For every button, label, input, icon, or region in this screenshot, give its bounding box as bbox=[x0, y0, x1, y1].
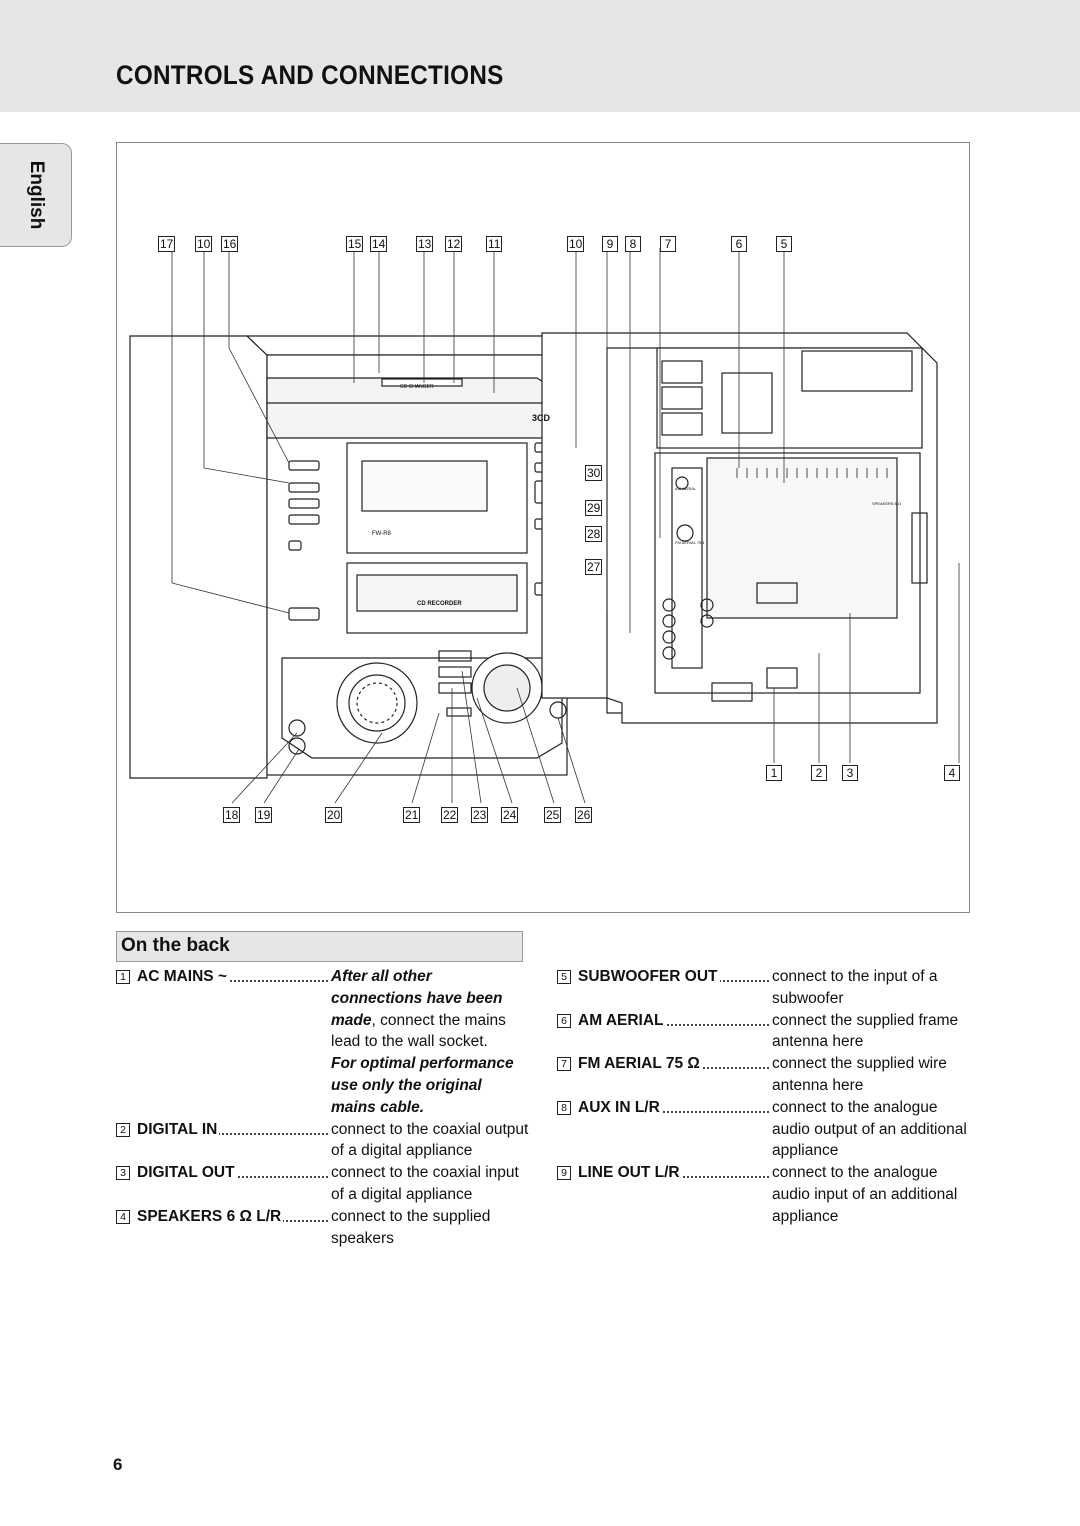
entry-label: SUBWOOFER OUT bbox=[578, 966, 720, 988]
callout-26: 26 bbox=[575, 807, 593, 823]
leader-dots bbox=[137, 1114, 328, 1135]
mains-socket bbox=[766, 667, 798, 689]
connection-entry: 7 FM AERIAL 75 Ω connect the supplied wire… bbox=[557, 1053, 977, 1097]
entry-number: 9 bbox=[557, 1166, 571, 1181]
callout-24: 24 bbox=[501, 807, 519, 823]
callout-10a: 10 bbox=[195, 236, 213, 252]
connection-entry: 3 DIGITAL OUT connect to the coaxial input… bbox=[116, 1162, 536, 1206]
language-tab-label: English bbox=[25, 160, 47, 230]
callout-13: 13 bbox=[416, 236, 434, 252]
callout-8: 8 bbox=[625, 236, 641, 252]
entry-label: AUX IN L/R bbox=[578, 1096, 662, 1119]
callout-17: 17 bbox=[158, 236, 176, 252]
section-title: On the back bbox=[121, 935, 230, 956]
callout-7: 7 bbox=[660, 236, 676, 252]
callout-3: 3 bbox=[842, 765, 858, 781]
brand-badge-text: 3CD bbox=[532, 413, 551, 423]
entry-label: AC MAINS ~ bbox=[137, 966, 229, 988]
section-header: On the back bbox=[116, 931, 523, 962]
callout-27: 27 bbox=[585, 559, 603, 575]
entry-number: 7 bbox=[557, 1057, 571, 1072]
entry-number: 5 bbox=[557, 970, 571, 984]
callout-29: 29 bbox=[585, 500, 603, 516]
callout-18: 18 bbox=[223, 807, 241, 823]
speakers-text: SPEAKERS 6 Ω bbox=[872, 501, 901, 506]
callout-30: 30 bbox=[585, 465, 603, 481]
leader-lines bbox=[171, 248, 960, 804]
callout-5: 5 bbox=[776, 236, 792, 252]
callout-14: 14 bbox=[370, 236, 388, 252]
entry-label: DIGITAL IN bbox=[137, 1118, 220, 1141]
callout-23: 23 bbox=[471, 807, 489, 823]
fm-aerial-jack bbox=[676, 524, 694, 542]
page-number: 6 bbox=[113, 1455, 123, 1474]
device-illustration: CD CHANGER 3CD FW-R8 CD RECORDER SPEAKER… bbox=[116, 142, 970, 913]
front-unit-top bbox=[245, 335, 569, 356]
heatsink-fins bbox=[736, 468, 888, 478]
front-unit-side bbox=[129, 335, 268, 779]
device-drawing: CD CHANGER 3CD FW-R8 CD RECORDER SPEAKER… bbox=[129, 248, 960, 804]
callout-11: 11 bbox=[486, 236, 503, 252]
entry-label: SPEAKERS 6 Ω L/R bbox=[137, 1205, 284, 1228]
entry-label: FM AERIAL 75 Ω bbox=[578, 1053, 702, 1075]
entry-number: 3 bbox=[116, 1166, 130, 1181]
speaker-terminals bbox=[911, 512, 928, 584]
language-tab[interactable]: English bbox=[0, 143, 72, 247]
cd-recorder-text: CD RECORDER bbox=[417, 601, 462, 607]
entry-label: DIGITAL OUT bbox=[137, 1162, 237, 1184]
callout-12: 12 bbox=[445, 236, 463, 252]
callout-16: 16 bbox=[221, 236, 239, 252]
callout-22: 22 bbox=[441, 807, 459, 823]
callout-21: 21 bbox=[403, 807, 421, 823]
entry-number: 1 bbox=[116, 970, 130, 984]
header-band bbox=[0, 0, 1080, 112]
entry-number: 8 bbox=[557, 1100, 571, 1115]
leader-dots bbox=[137, 961, 328, 982]
callout-1: 1 bbox=[766, 765, 782, 781]
callout-2: 2 bbox=[811, 765, 827, 781]
entry-number: 4 bbox=[116, 1209, 130, 1224]
entry-label: LINE OUT L/R bbox=[578, 1162, 682, 1184]
connection-entry: 2 DIGITAL IN connect to the coaxial output… bbox=[116, 1118, 536, 1163]
leader-dots bbox=[578, 1005, 769, 1026]
entry-number: 2 bbox=[116, 1122, 130, 1137]
callout-4: 4 bbox=[944, 765, 960, 781]
callout-25: 25 bbox=[544, 807, 562, 823]
callout-20: 20 bbox=[325, 807, 343, 823]
callout-15: 15 bbox=[346, 236, 364, 252]
page-title: CONTROLS AND CONNECTIONS bbox=[116, 60, 504, 90]
back-unit-top-panel bbox=[656, 347, 923, 449]
callout-10b: 10 bbox=[567, 236, 585, 252]
callout-9: 9 bbox=[602, 236, 618, 252]
callout-19: 19 bbox=[255, 807, 273, 823]
model-text: FW-R8 bbox=[372, 531, 392, 537]
fm-aerial-text: FM AERIAL 75Ω bbox=[675, 540, 704, 545]
connection-entry: 4 SPEAKERS 6 Ω L/R connect to the supplied… bbox=[116, 1205, 536, 1250]
changer-label: CD CHANGER bbox=[400, 384, 434, 390]
am-aerial-text: AM AERIAL bbox=[675, 486, 697, 491]
callout-6: 6 bbox=[731, 236, 747, 252]
heatsink bbox=[706, 457, 898, 619]
callout-28: 28 bbox=[585, 526, 603, 542]
leader-dots bbox=[578, 1092, 769, 1113]
entry-label: AM AERIAL bbox=[578, 1009, 666, 1032]
entry-number: 6 bbox=[557, 1013, 571, 1028]
